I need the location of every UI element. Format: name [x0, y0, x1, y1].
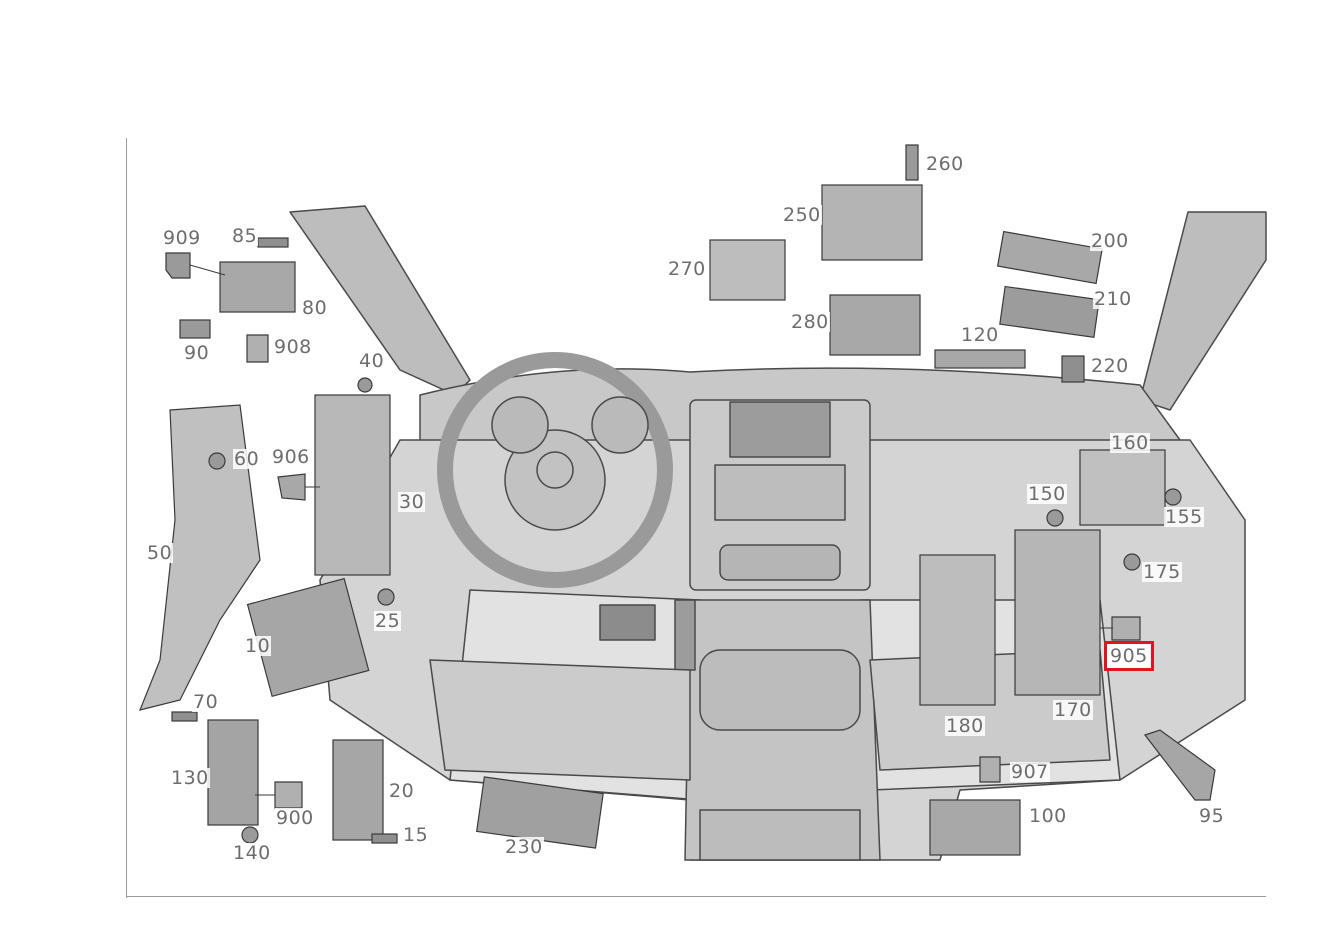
part-905-connector	[1111, 616, 1141, 641]
callout-10[interactable]: 10	[244, 635, 272, 657]
callout-909[interactable]: 909	[162, 227, 202, 249]
part-906-connector	[277, 473, 306, 501]
callout-200[interactable]: 200	[1090, 230, 1130, 252]
part-150-nut	[1046, 509, 1064, 527]
part-250-module	[821, 184, 923, 261]
steering-wheel-hub	[504, 429, 606, 531]
part-70-screw	[171, 711, 198, 722]
callout-900[interactable]: 900	[275, 807, 315, 829]
callout-15[interactable]: 15	[402, 824, 430, 846]
part-90-clip	[179, 319, 211, 339]
part-907-connector	[979, 756, 1001, 783]
callout-30[interactable]: 30	[398, 491, 426, 513]
callout-270[interactable]: 270	[667, 258, 707, 280]
part-280-module	[829, 294, 921, 356]
part-85-bolt	[257, 237, 289, 248]
part-120-sensor	[934, 349, 1026, 369]
part-100-module	[929, 799, 1021, 856]
part-95-bracket	[1144, 729, 1216, 801]
callout-120[interactable]: 120	[960, 324, 1000, 346]
component-parts	[139, 144, 1216, 856]
callout-155[interactable]: 155	[1164, 506, 1204, 528]
callout-905-selected[interactable]: 905	[1104, 641, 1154, 671]
gauge-right	[591, 396, 649, 454]
armrest	[699, 649, 861, 731]
callout-180[interactable]: 180	[945, 715, 985, 737]
callout-230[interactable]: 230	[504, 836, 544, 858]
callout-906[interactable]: 906	[271, 446, 311, 468]
callout-25[interactable]: 25	[374, 610, 402, 632]
part-140-nut	[241, 826, 259, 844]
callout-260[interactable]: 260	[925, 153, 965, 175]
star-emblem	[536, 451, 574, 489]
part-908-connector	[246, 334, 269, 363]
part-60-nut	[208, 452, 226, 470]
callout-175[interactable]: 175	[1142, 561, 1182, 583]
part-155-nut	[1164, 488, 1182, 506]
part-170-fuse-box	[1014, 529, 1101, 696]
driver-seat	[429, 659, 691, 781]
callout-130[interactable]: 130	[170, 767, 210, 789]
navigation-screen	[729, 401, 831, 458]
part-180-module	[919, 554, 996, 706]
callout-250[interactable]: 250	[782, 204, 822, 226]
callout-85[interactable]: 85	[231, 225, 259, 247]
part-270-module	[709, 239, 786, 301]
callout-170[interactable]: 170	[1053, 699, 1093, 721]
part-30-module	[314, 394, 391, 576]
part-15-screw	[371, 833, 398, 844]
callout-210[interactable]: 210	[1093, 288, 1133, 310]
rear-vents	[699, 809, 861, 861]
callout-140[interactable]: 140	[232, 842, 272, 864]
part-200-bracket	[996, 230, 1103, 285]
part-40-screw	[357, 377, 373, 393]
right-a-pillar	[1139, 211, 1267, 411]
accelerator-pedal	[674, 599, 696, 671]
callout-20[interactable]: 20	[388, 780, 416, 802]
part-25-nut	[377, 588, 395, 606]
leader-lines	[189, 264, 1113, 796]
part-220-sensor	[1061, 355, 1085, 383]
callout-907[interactable]: 907	[1010, 761, 1050, 783]
callout-40[interactable]: 40	[358, 350, 386, 372]
climate-control	[719, 544, 841, 581]
part-20-module	[332, 739, 384, 841]
steering-wheel-rim	[437, 352, 673, 588]
gauge-left	[491, 396, 549, 454]
part-160-bracket	[1079, 449, 1166, 526]
callout-70[interactable]: 70	[192, 691, 220, 713]
part-80-bracket	[219, 261, 296, 313]
callout-80[interactable]: 80	[301, 297, 329, 319]
radio-unit	[714, 464, 846, 521]
callout-908[interactable]: 908	[273, 336, 313, 358]
callout-90[interactable]: 90	[183, 342, 211, 364]
part-130-module	[207, 719, 259, 826]
part-900-connector	[274, 781, 303, 809]
frame-bottom-border	[126, 896, 1266, 897]
part-175-screw	[1123, 553, 1141, 571]
brake-pedal	[599, 604, 656, 641]
part-210-pad	[999, 285, 1100, 339]
callout-60[interactable]: 60	[233, 448, 261, 470]
callout-160[interactable]: 160	[1110, 432, 1150, 454]
frame-left-border	[126, 138, 127, 898]
callout-50[interactable]: 50	[146, 542, 174, 564]
callout-100[interactable]: 100	[1028, 805, 1068, 827]
callout-220[interactable]: 220	[1090, 355, 1130, 377]
part-260-screw	[905, 144, 919, 181]
part-909-connector	[165, 252, 191, 279]
callout-280[interactable]: 280	[790, 311, 830, 333]
callout-150[interactable]: 150	[1027, 483, 1067, 505]
callout-95[interactable]: 95	[1198, 805, 1226, 827]
